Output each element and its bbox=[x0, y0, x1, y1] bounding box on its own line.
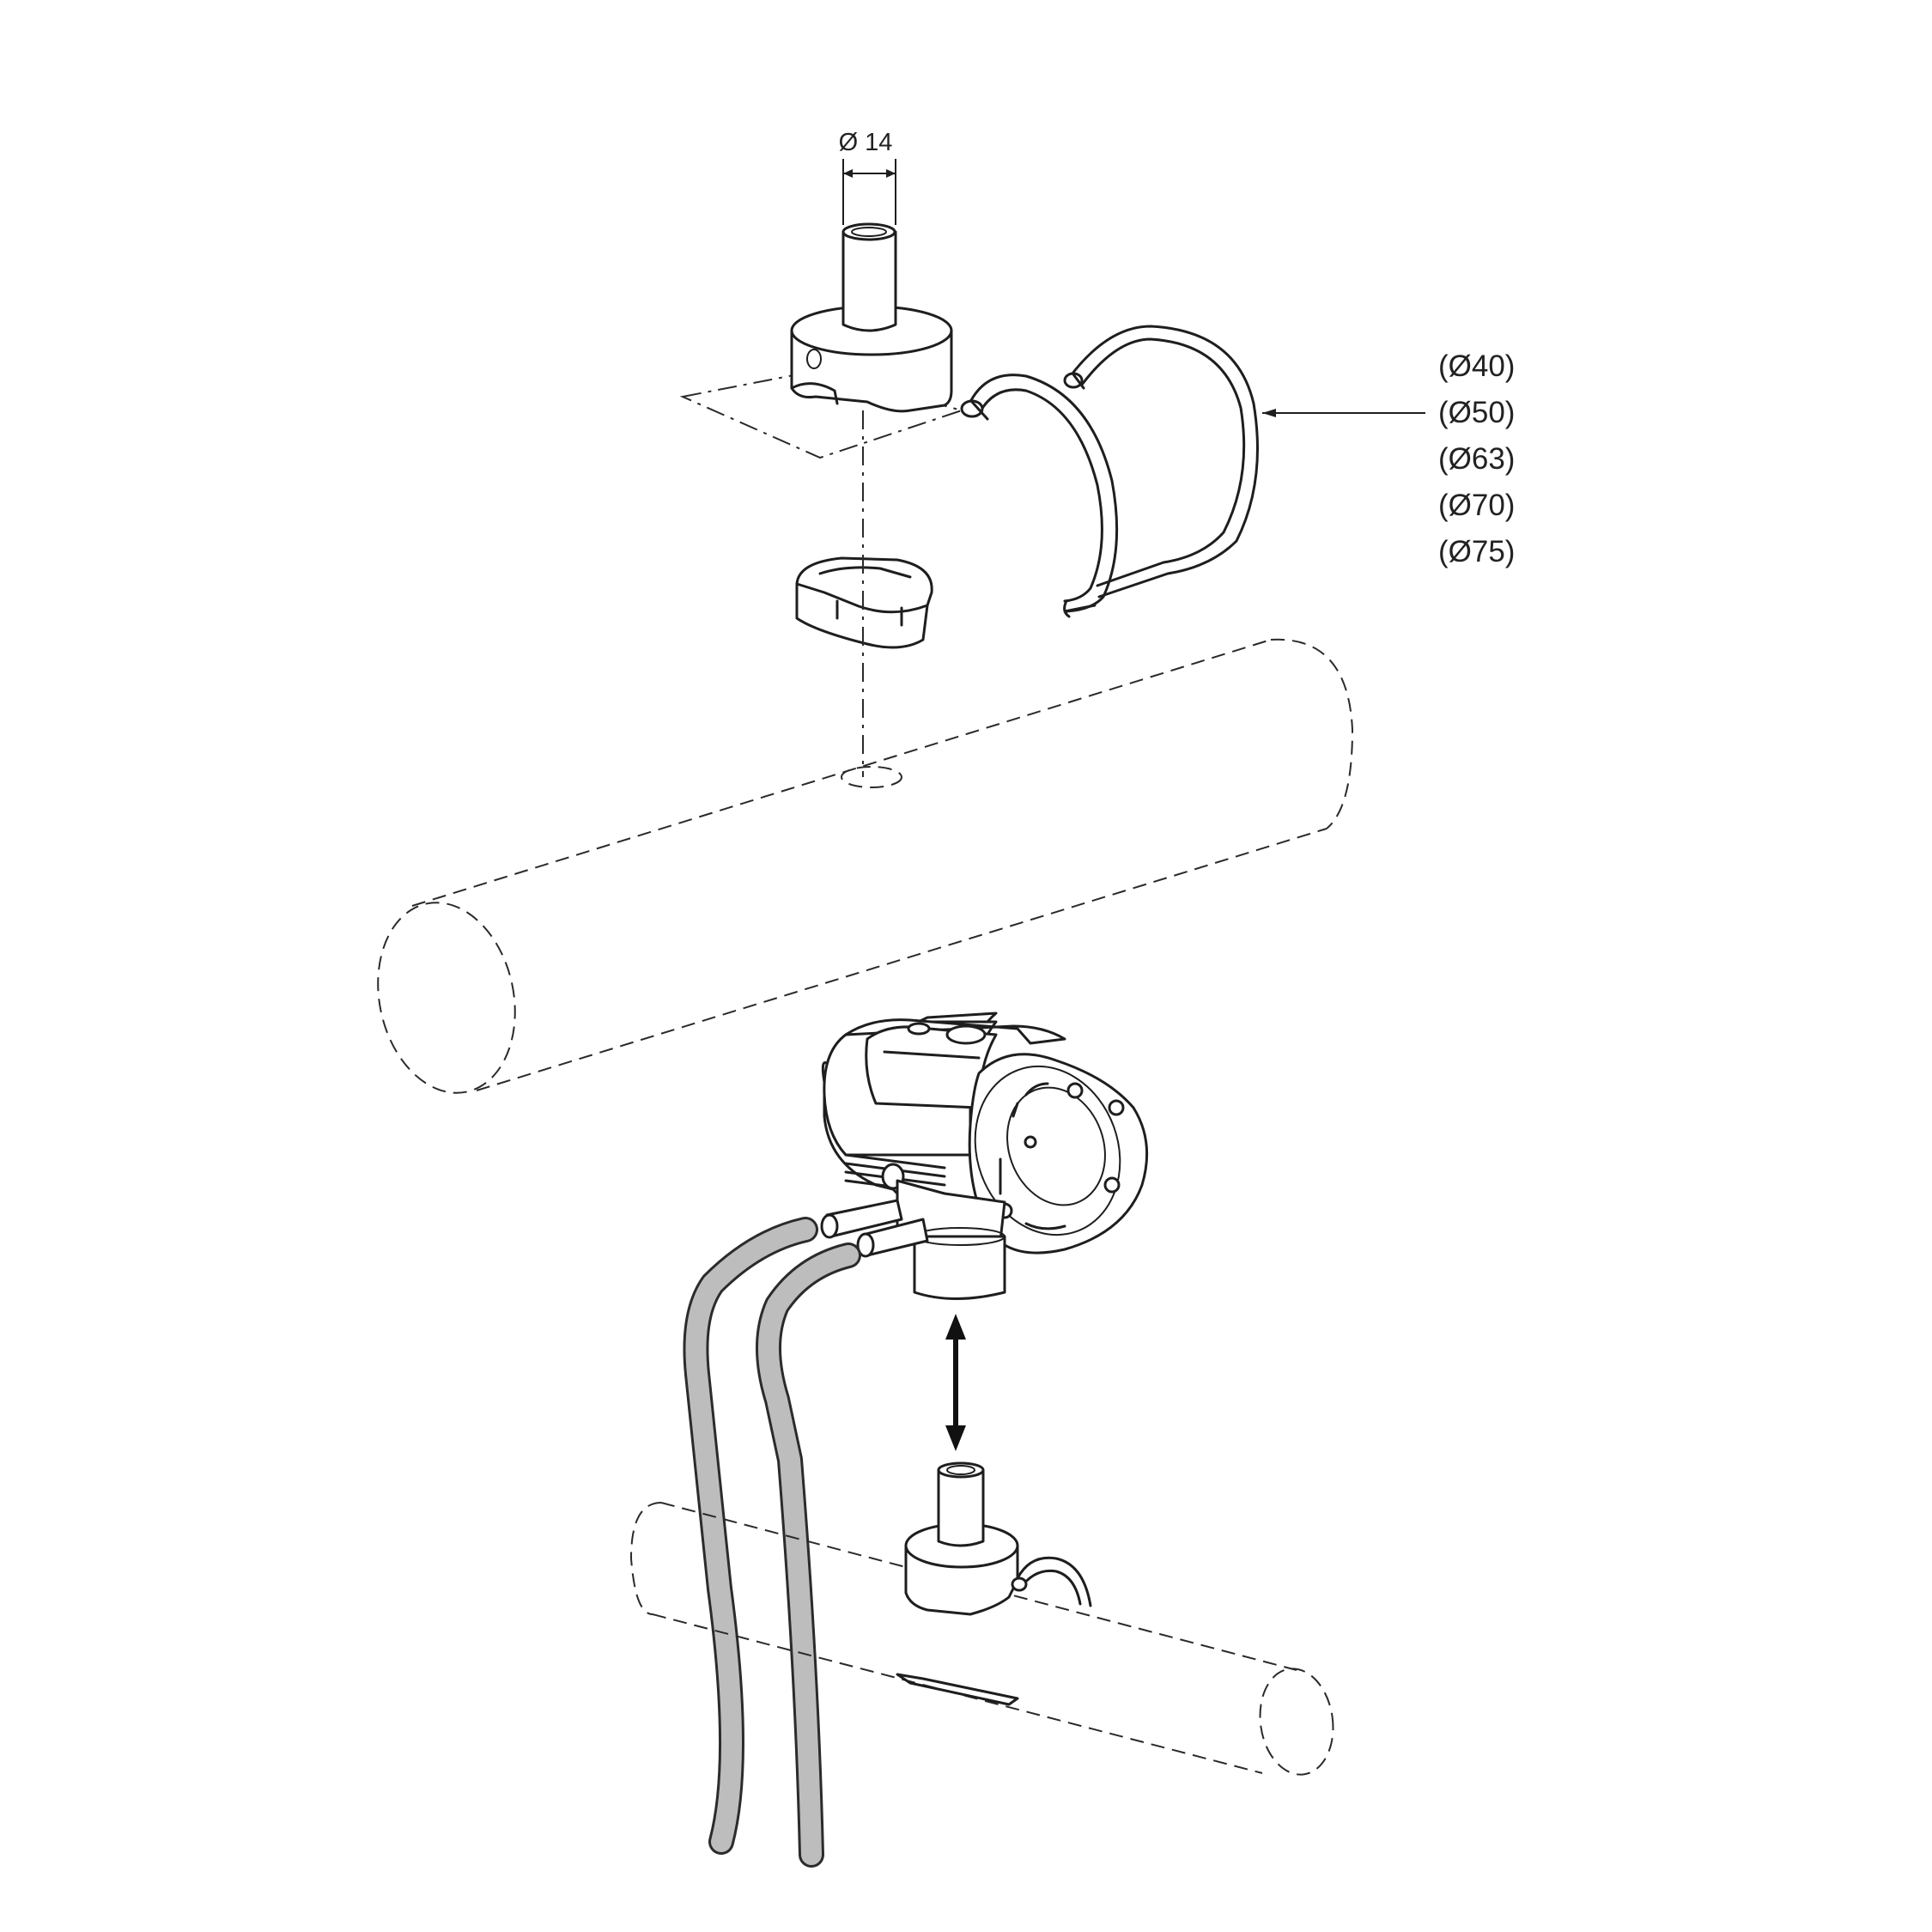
diameter-label: Ø 14 bbox=[839, 129, 893, 156]
pipe-size-75: (Ø75) bbox=[1438, 535, 1515, 568]
upper-pipe bbox=[377, 638, 1354, 1094]
pipe-size-63: (Ø63) bbox=[1438, 442, 1515, 476]
pipe-size-40: (Ø40) bbox=[1438, 349, 1515, 383]
milk-tubes bbox=[683, 1217, 861, 1868]
leader-arrow-icon bbox=[1262, 409, 1425, 417]
pipe-size-list: (Ø40) (Ø50) (Ø63) (Ø70) (Ø75) bbox=[1438, 349, 1515, 568]
pulsator bbox=[820, 1012, 1149, 1300]
top-saddle-nipple bbox=[679, 222, 965, 459]
pipe-size-70: (Ø70) bbox=[1438, 489, 1515, 522]
installed-saddle bbox=[904, 1461, 1092, 1616]
double-arrow-icon bbox=[945, 1314, 966, 1451]
pipe-size-50: (Ø50) bbox=[1438, 396, 1515, 429]
wire-strap bbox=[960, 325, 1259, 618]
saddle-clip bbox=[795, 556, 933, 649]
diameter-dimension: Ø 14 bbox=[839, 129, 896, 225]
